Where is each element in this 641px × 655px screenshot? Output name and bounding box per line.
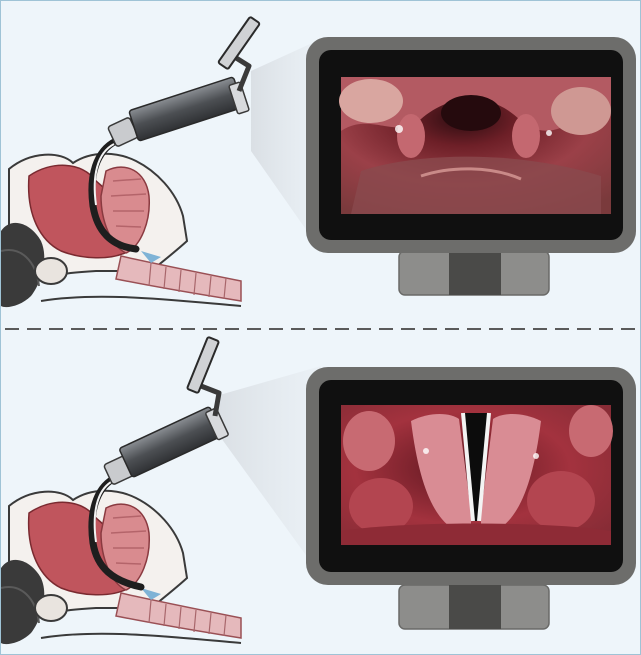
monitor-stand-center — [449, 585, 501, 629]
ear — [35, 595, 67, 621]
monitor-top — [306, 37, 636, 295]
monitor-stand-center — [449, 251, 501, 295]
neck-outline — [41, 634, 241, 643]
laryngoscope-monitor-view-epiglottis — [339, 77, 611, 214]
trachea — [116, 593, 241, 638]
neck-outline — [41, 297, 241, 306]
patient-head — [1, 154, 241, 307]
laryngoscope-monitor-view-vocal-cords — [341, 405, 613, 545]
patient-head — [1, 491, 241, 644]
panel-bottom — [1, 337, 636, 644]
trachea — [116, 256, 241, 301]
screen-projection-beam — [216, 366, 321, 576]
laryngoscope-handle — [129, 77, 244, 141]
monitor-bottom — [306, 367, 636, 629]
panel-top — [1, 17, 636, 307]
ear — [35, 258, 67, 284]
